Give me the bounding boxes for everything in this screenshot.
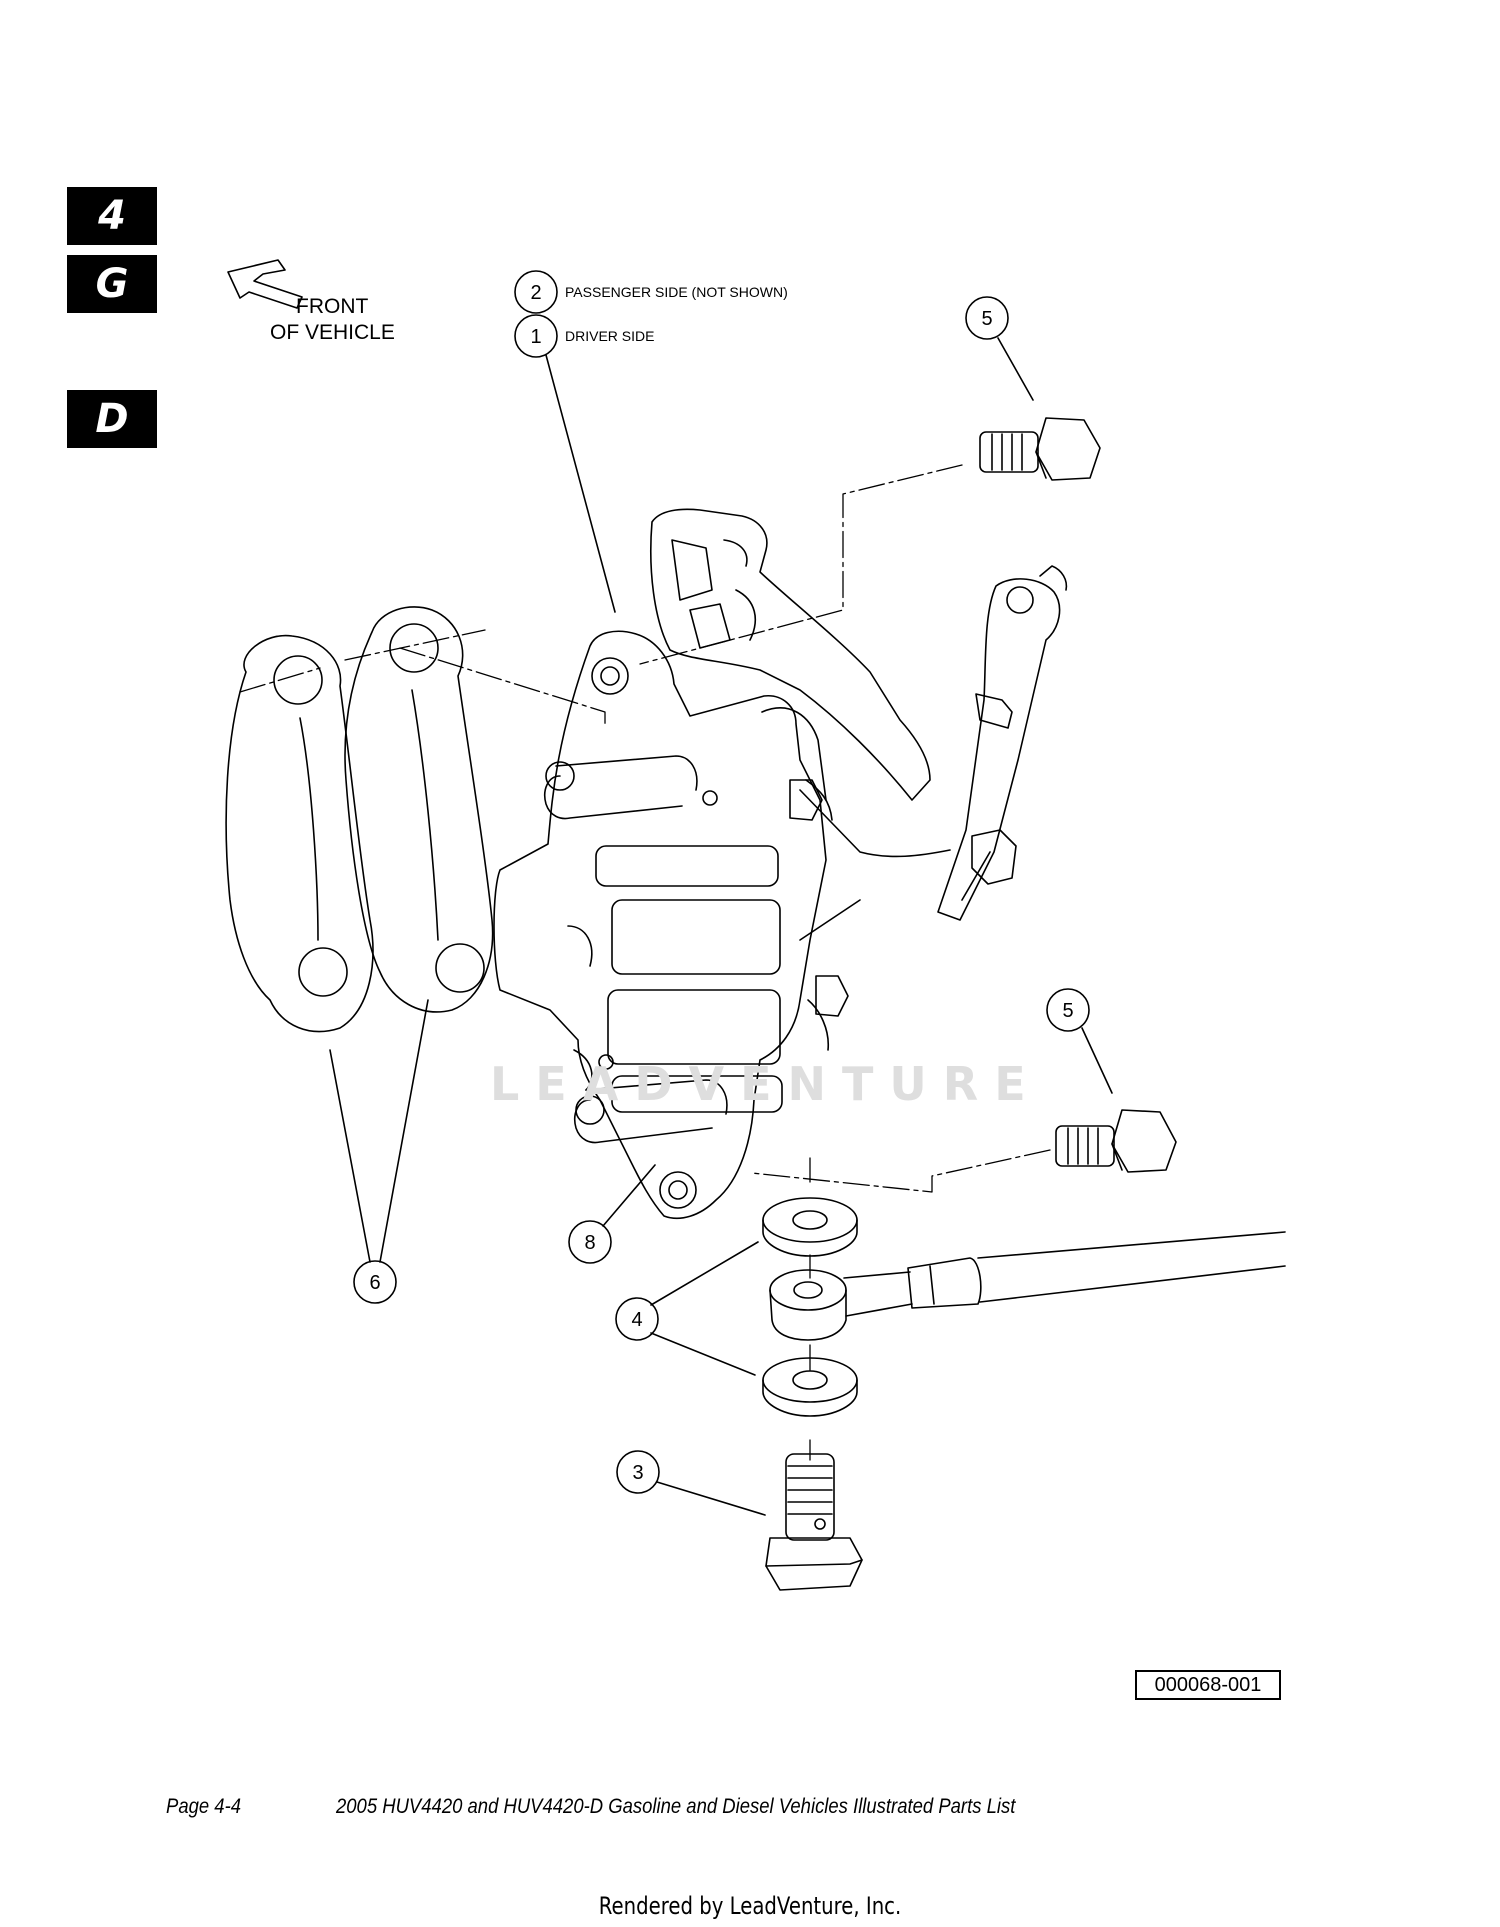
banjo-bolt — [765, 1453, 863, 1591]
front-label-line2: OF VEHICLE — [270, 321, 395, 344]
rendered-by-credit: Rendered by LeadVenture, Inc. — [598, 1892, 902, 1920]
callout-circles — [353, 270, 1090, 1494]
leader-lines — [329, 337, 1113, 1516]
footer-document-title: 2005 HUV4420 and HUV4420-D Gasoline and … — [336, 1795, 1016, 1818]
callout-5-lower: 5 — [1062, 1000, 1073, 1022]
watermark: LEADVENTURE — [490, 1057, 1042, 1111]
brake-pads — [225, 606, 494, 1033]
callout-2: 2 — [530, 282, 541, 304]
callout-5-upper: 5 — [981, 308, 992, 330]
caliper-body — [493, 630, 951, 1220]
hex-bolt-lower — [1055, 1109, 1177, 1173]
passenger-side-note: PASSENGER SIDE (NOT SHOWN) — [565, 284, 788, 300]
front-label: FRONT — [296, 295, 368, 318]
callout-1: 1 — [530, 326, 541, 348]
sealing-washers — [762, 1197, 858, 1417]
footer-page-number: Page 4-4 — [166, 1795, 242, 1818]
driver-side-note: DRIVER SIDE — [565, 328, 654, 344]
section-tab-d: D — [67, 390, 157, 448]
front-arrow-icon — [227, 259, 303, 309]
caliper-mounting-bracket — [650, 508, 931, 801]
caliper-small-bolts — [545, 761, 1017, 1125]
callout-3: 3 — [632, 1462, 643, 1484]
callout-4: 4 — [631, 1309, 642, 1331]
caliper-arm — [937, 565, 1068, 921]
figure-reference: 000068-001 — [1135, 1670, 1281, 1700]
section-tab-g: G — [67, 255, 157, 313]
section-tab-4: 4 — [67, 187, 157, 245]
callout-8: 8 — [584, 1232, 595, 1254]
hex-bolt-upper — [979, 417, 1101, 481]
assembly-lines — [239, 464, 1051, 1461]
callout-6: 6 — [369, 1272, 380, 1294]
brake-line-fitting — [769, 1231, 1286, 1341]
